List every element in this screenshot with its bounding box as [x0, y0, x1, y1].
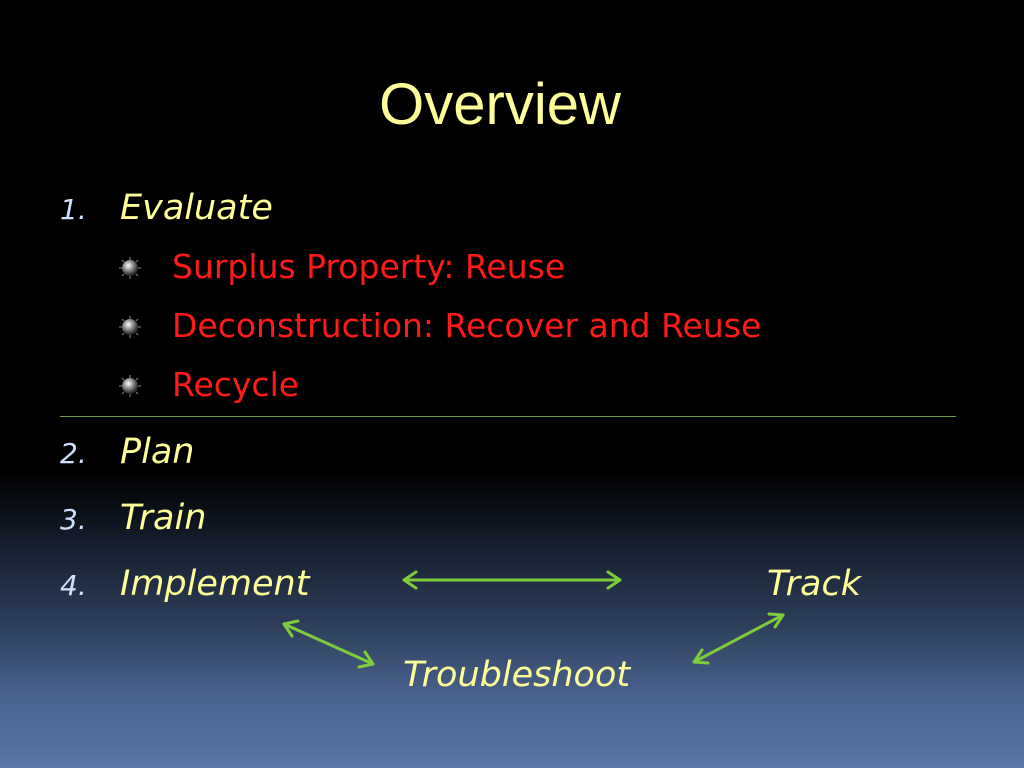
cycle-label-track: Track: [767, 564, 862, 604]
step-number: 1.: [60, 193, 87, 226]
sub-item-recycle: Recycle: [172, 365, 300, 404]
step-number: 4.: [60, 569, 87, 602]
step-label-evaluate: Evaluate: [120, 188, 273, 228]
sphere-bullet-icon: [119, 257, 141, 279]
sphere-bullet-icon: [119, 375, 141, 397]
sub-item-deconstruction: Deconstruction: Recover and Reuse: [172, 306, 762, 345]
slide-title: Overview: [379, 72, 621, 137]
step-number: 3.: [60, 503, 87, 536]
arrow-implement-troubleshoot-icon: [282, 619, 375, 669]
step-number: 2.: [60, 437, 87, 470]
section-divider: [60, 416, 956, 417]
sphere-bullet-icon: [119, 316, 141, 338]
arrow-troubleshoot-track-icon: [692, 612, 785, 665]
arrow-implement-track-icon: [402, 570, 622, 590]
sub-item-surplus-property: Surplus Property: Reuse: [172, 247, 566, 286]
step-label-implement: Implement: [120, 564, 310, 604]
cycle-label-troubleshoot: Troubleshoot: [403, 655, 631, 695]
step-label-plan: Plan: [120, 432, 195, 472]
step-label-train: Train: [120, 498, 207, 538]
